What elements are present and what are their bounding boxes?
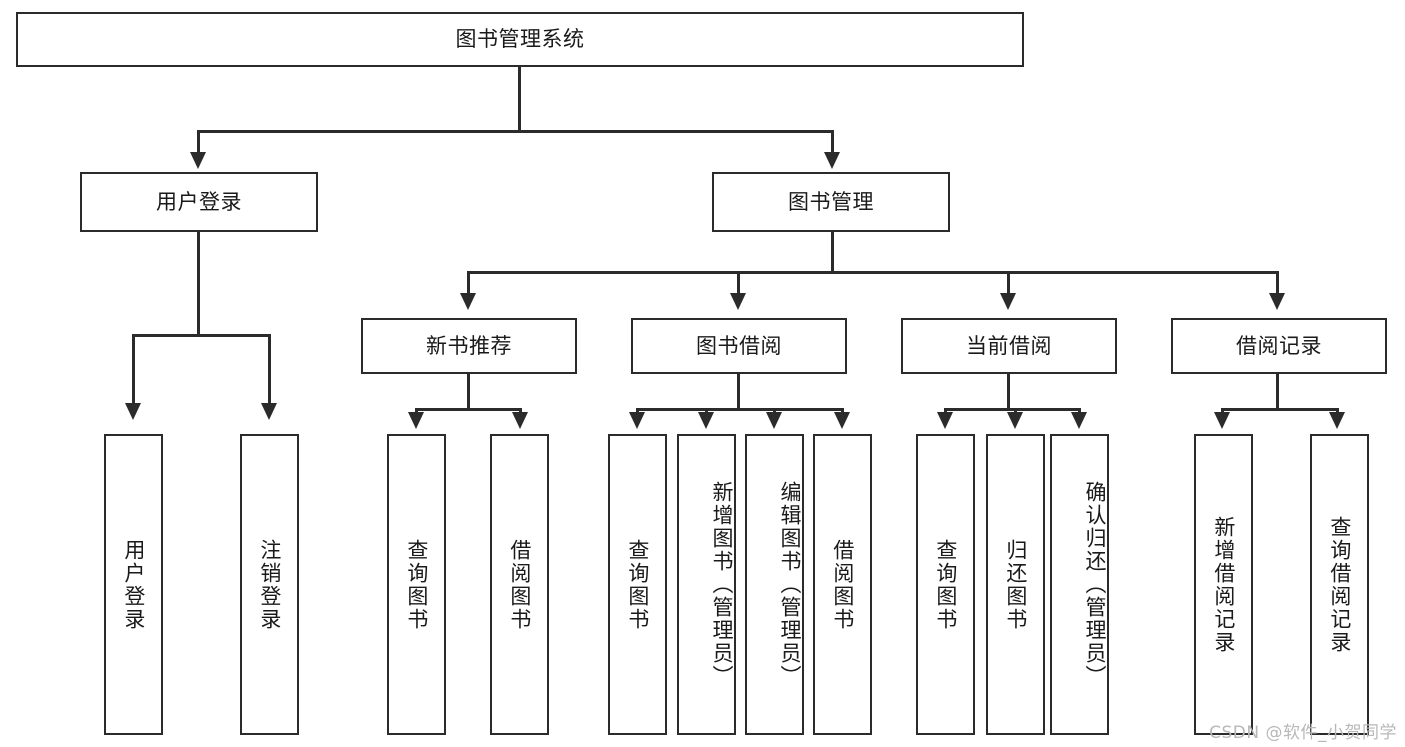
node-label: 新增图书（管理员） bbox=[710, 481, 734, 688]
edge-user-login-bus bbox=[132, 334, 271, 337]
node-label: 查询图书 bbox=[933, 538, 958, 631]
leaf-query-book-3[interactable]: 查询图书 bbox=[916, 434, 975, 735]
leaf-return-book[interactable]: 归还图书 bbox=[986, 434, 1045, 735]
arrow-current-borrow-to-leaf-2 bbox=[1007, 412, 1023, 429]
node-label: 查询图书 bbox=[404, 538, 429, 631]
leaf-query-book-1[interactable]: 查询图书 bbox=[387, 434, 446, 735]
edge-book-manage-stem bbox=[831, 232, 834, 273]
edge-current-borrow-stem bbox=[1007, 374, 1010, 410]
leaf-add-record[interactable]: 新增借阅记录 bbox=[1194, 434, 1253, 735]
arrow-root-to-book-manage bbox=[824, 152, 840, 169]
node-label: 当前借阅 bbox=[966, 333, 1052, 358]
arrow-book-borrow-to-leaf-3 bbox=[766, 412, 782, 429]
node-label: 注销登录 bbox=[257, 538, 282, 631]
leaf-logout-login[interactable]: 注销登录 bbox=[240, 434, 299, 735]
edge-new-book-stem bbox=[467, 374, 470, 410]
node-system-root[interactable]: 图书管理系统 bbox=[16, 12, 1024, 67]
leaf-borrow-book-2[interactable]: 借阅图书 bbox=[813, 434, 872, 735]
leaf-add-book[interactable]: 新增图书（管理员） bbox=[677, 434, 736, 735]
node-label: 查询图书 bbox=[625, 538, 650, 631]
node-borrow-record[interactable]: 借阅记录 bbox=[1171, 318, 1387, 374]
arrow-new-book-to-leaf-1 bbox=[408, 412, 424, 429]
edge-new-book-bus bbox=[415, 408, 522, 411]
edge-root-to-user-login bbox=[197, 130, 200, 155]
node-new-book-recommend[interactable]: 新书推荐 bbox=[361, 318, 577, 374]
node-book-borrow[interactable]: 图书借阅 bbox=[631, 318, 847, 374]
node-label: 用户登录 bbox=[156, 189, 242, 214]
node-book-manage[interactable]: 图书管理 bbox=[712, 172, 950, 232]
leaf-user-login[interactable]: 用户登录 bbox=[104, 434, 163, 735]
node-label: 图书借阅 bbox=[696, 333, 782, 358]
arrow-user-login-to-leaf-1 bbox=[125, 403, 141, 420]
node-current-borrow[interactable]: 当前借阅 bbox=[901, 318, 1117, 374]
edge-borrow-record-stem bbox=[1276, 374, 1279, 410]
edge-root-to-book-manage bbox=[831, 130, 834, 155]
arrow-book-borrow-to-leaf-1 bbox=[629, 412, 645, 429]
node-label: 用户登录 bbox=[121, 538, 146, 631]
edge-book-borrow-stem bbox=[737, 374, 740, 410]
leaf-edit-book[interactable]: 编辑图书（管理员） bbox=[745, 434, 804, 735]
node-label: 借阅记录 bbox=[1236, 333, 1322, 358]
node-label: 编辑图书（管理员） bbox=[778, 481, 802, 688]
arrow-root-to-user-login bbox=[190, 152, 206, 169]
node-label: 确认归还（管理员） bbox=[1083, 481, 1107, 688]
leaf-confirm-return[interactable]: 确认归还（管理员） bbox=[1050, 434, 1109, 735]
arrow-book-manage-to-l3-3 bbox=[1000, 293, 1016, 310]
edge-user-login-to-leaf-2 bbox=[268, 334, 271, 406]
edge-book-manage-to-l3-3 bbox=[1007, 271, 1010, 296]
arrow-user-login-to-leaf-2 bbox=[261, 403, 277, 420]
node-label: 查询借阅记录 bbox=[1327, 515, 1352, 654]
node-user-login[interactable]: 用户登录 bbox=[80, 172, 318, 232]
arrow-book-manage-to-l3-1 bbox=[460, 293, 476, 310]
arrow-current-borrow-to-leaf-3 bbox=[1071, 412, 1087, 429]
node-label: 借阅图书 bbox=[507, 538, 532, 631]
arrow-book-manage-to-l3-4 bbox=[1269, 293, 1285, 310]
arrow-book-borrow-to-leaf-2 bbox=[698, 412, 714, 429]
edge-book-manage-bus bbox=[467, 271, 1279, 274]
node-label: 借阅图书 bbox=[830, 538, 855, 631]
edge-book-manage-to-l3-4 bbox=[1276, 271, 1279, 296]
arrow-current-borrow-to-leaf-1 bbox=[937, 412, 953, 429]
node-label: 图书管理系统 bbox=[455, 27, 585, 52]
edge-borrow-record-bus bbox=[1221, 408, 1339, 411]
edge-user-login-to-leaf-1 bbox=[132, 334, 135, 406]
edge-root-bus bbox=[197, 130, 834, 133]
arrow-borrow-record-to-leaf-1 bbox=[1214, 412, 1230, 429]
edge-current-borrow-bus bbox=[944, 408, 1081, 411]
watermark: CSDN @软件_小贺同学 bbox=[1209, 723, 1397, 743]
leaf-query-book-2[interactable]: 查询图书 bbox=[608, 434, 667, 735]
arrow-book-borrow-to-leaf-4 bbox=[834, 412, 850, 429]
arrow-book-manage-to-l3-2 bbox=[730, 293, 746, 310]
edge-book-manage-to-l3-1 bbox=[467, 271, 470, 296]
edge-root-stem bbox=[518, 67, 521, 132]
node-label: 新书推荐 bbox=[426, 333, 512, 358]
edge-book-manage-to-l3-2 bbox=[737, 271, 740, 296]
node-label: 归还图书 bbox=[1003, 538, 1028, 631]
leaf-borrow-book-1[interactable]: 借阅图书 bbox=[490, 434, 549, 735]
node-label: 图书管理 bbox=[788, 189, 874, 214]
edge-user-login-stem bbox=[197, 232, 200, 336]
arrow-new-book-to-leaf-2 bbox=[512, 412, 528, 429]
edge-book-borrow-bus bbox=[636, 408, 843, 411]
arrow-borrow-record-to-leaf-2 bbox=[1329, 412, 1345, 429]
node-label: 新增借阅记录 bbox=[1211, 515, 1236, 654]
leaf-query-record[interactable]: 查询借阅记录 bbox=[1310, 434, 1369, 735]
